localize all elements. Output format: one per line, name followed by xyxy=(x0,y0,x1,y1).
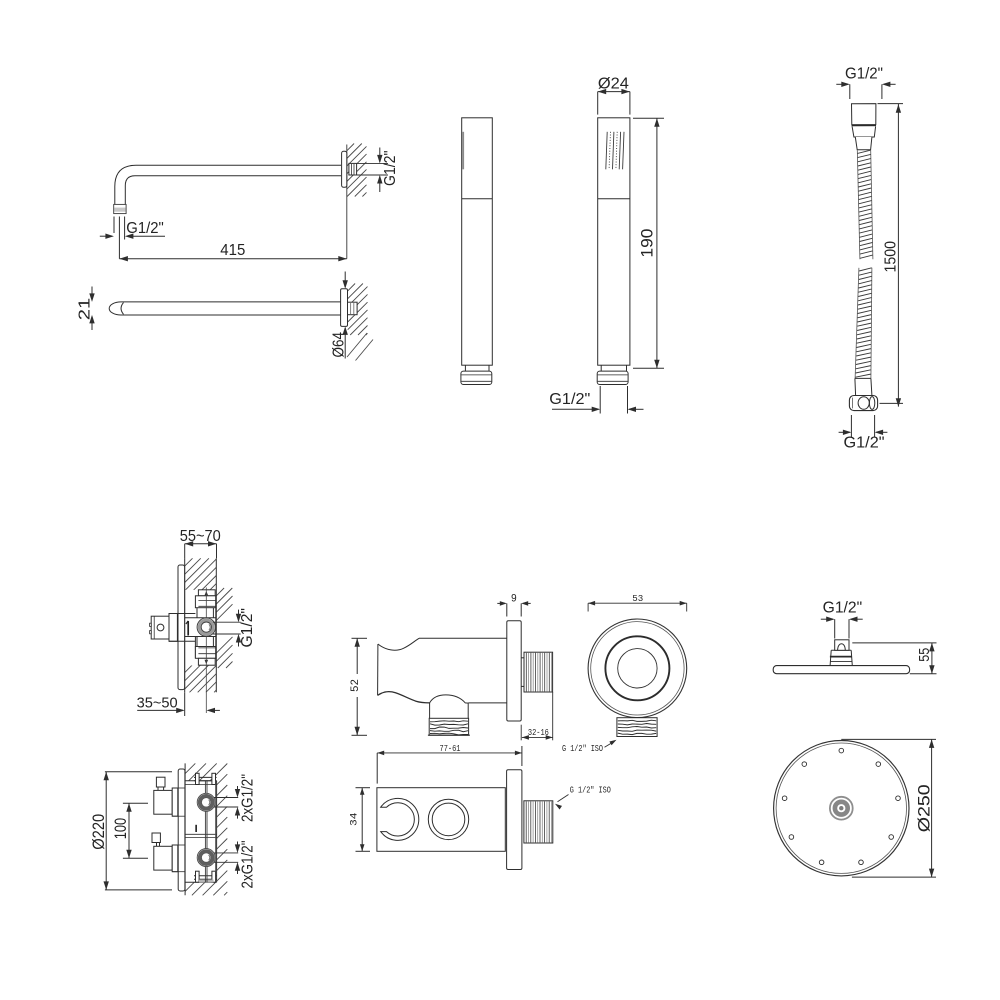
svg-text:Ø220: Ø220 xyxy=(90,814,108,850)
svg-text:100: 100 xyxy=(112,818,130,840)
svg-text:34: 34 xyxy=(350,813,361,827)
svg-text:35~50: 35~50 xyxy=(137,694,178,711)
svg-text:32-16: 32-16 xyxy=(528,728,549,738)
svg-text:G1/2": G1/2" xyxy=(845,66,883,83)
svg-text:G1/2": G1/2" xyxy=(549,391,590,408)
svg-text:G 1/2" ISO: G 1/2" ISO xyxy=(570,785,611,795)
svg-text:G1/2": G1/2" xyxy=(126,220,164,237)
svg-text:21: 21 xyxy=(77,298,94,321)
svg-text:415: 415 xyxy=(220,242,245,259)
svg-text:52: 52 xyxy=(350,679,362,692)
svg-text:Ø64: Ø64 xyxy=(330,332,347,358)
svg-text:55~70: 55~70 xyxy=(180,528,221,545)
svg-text:G1/2": G1/2" xyxy=(382,151,399,187)
svg-text:2xG1/2": 2xG1/2" xyxy=(239,841,256,889)
svg-text:G1/2": G1/2" xyxy=(844,434,885,451)
svg-text:55: 55 xyxy=(916,648,933,662)
svg-text:Ø250: Ø250 xyxy=(914,784,933,832)
svg-text:G 1/2" ISO: G 1/2" ISO xyxy=(562,744,603,754)
svg-text:Ø24: Ø24 xyxy=(598,75,629,92)
svg-text:53: 53 xyxy=(632,593,643,604)
svg-text:G1/2": G1/2" xyxy=(239,608,256,648)
svg-text:1500: 1500 xyxy=(883,241,900,273)
svg-text:77-61: 77-61 xyxy=(440,744,461,754)
svg-text:2xG1/2": 2xG1/2" xyxy=(239,774,256,822)
svg-text:9: 9 xyxy=(511,593,517,605)
svg-text:190: 190 xyxy=(639,229,657,258)
svg-text:G1/2": G1/2" xyxy=(823,599,863,616)
